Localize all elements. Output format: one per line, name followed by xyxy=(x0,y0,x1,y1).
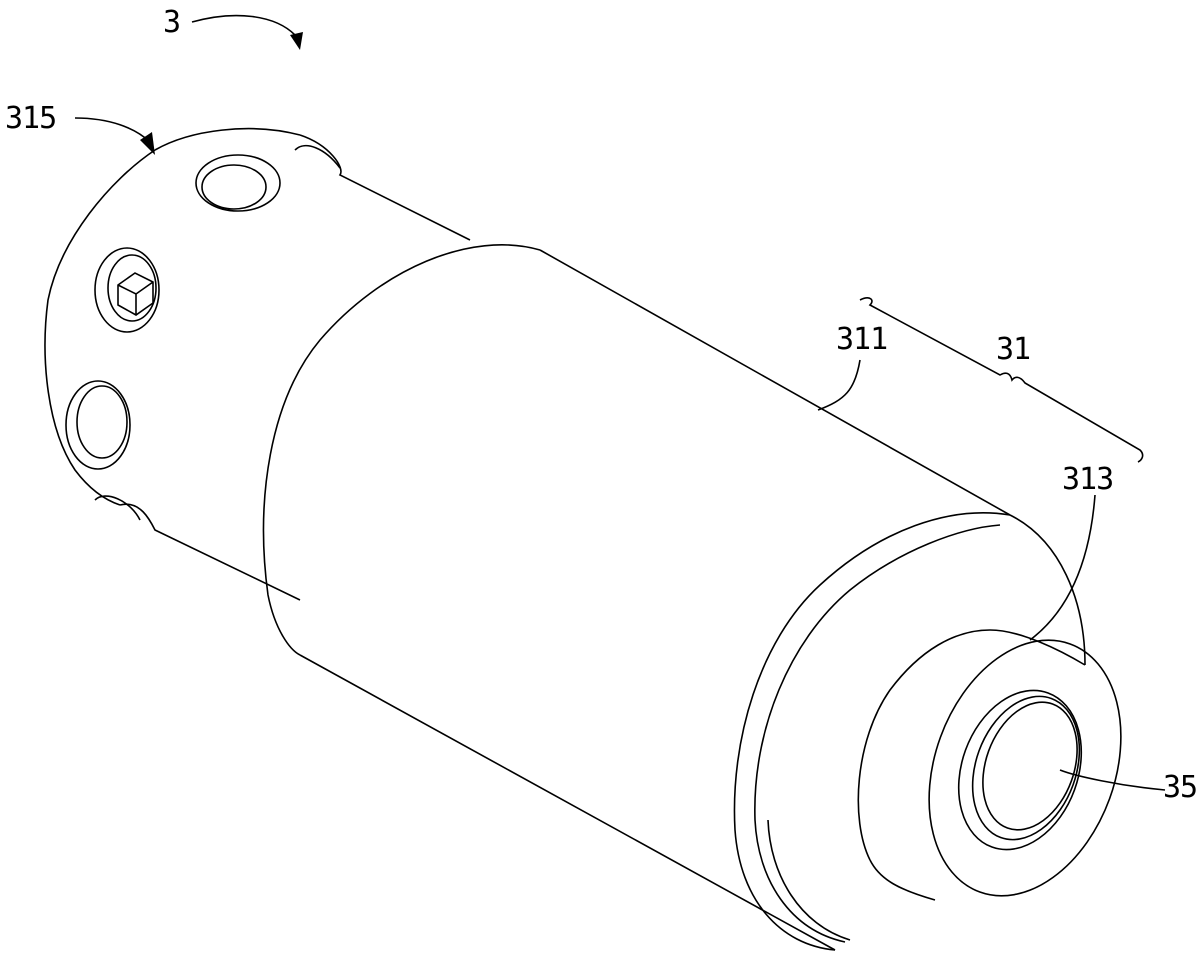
label-315: 315 xyxy=(5,101,57,136)
body-311 xyxy=(262,244,1011,951)
label-311: 311 xyxy=(836,322,888,357)
end-cap-315 xyxy=(44,127,471,601)
leader-lines xyxy=(74,14,1166,791)
nozzle-35 xyxy=(869,629,1122,901)
label-31: 31 xyxy=(996,332,1031,367)
flange-313 xyxy=(733,512,1086,951)
hex-socket-screw xyxy=(94,247,160,333)
hex-socket-icon xyxy=(117,272,154,316)
hole-top xyxy=(195,154,281,212)
label-35: 35 xyxy=(1163,770,1198,805)
label-313: 313 xyxy=(1062,462,1114,497)
label-3: 3 xyxy=(163,5,181,40)
hole-bottom xyxy=(65,380,131,470)
